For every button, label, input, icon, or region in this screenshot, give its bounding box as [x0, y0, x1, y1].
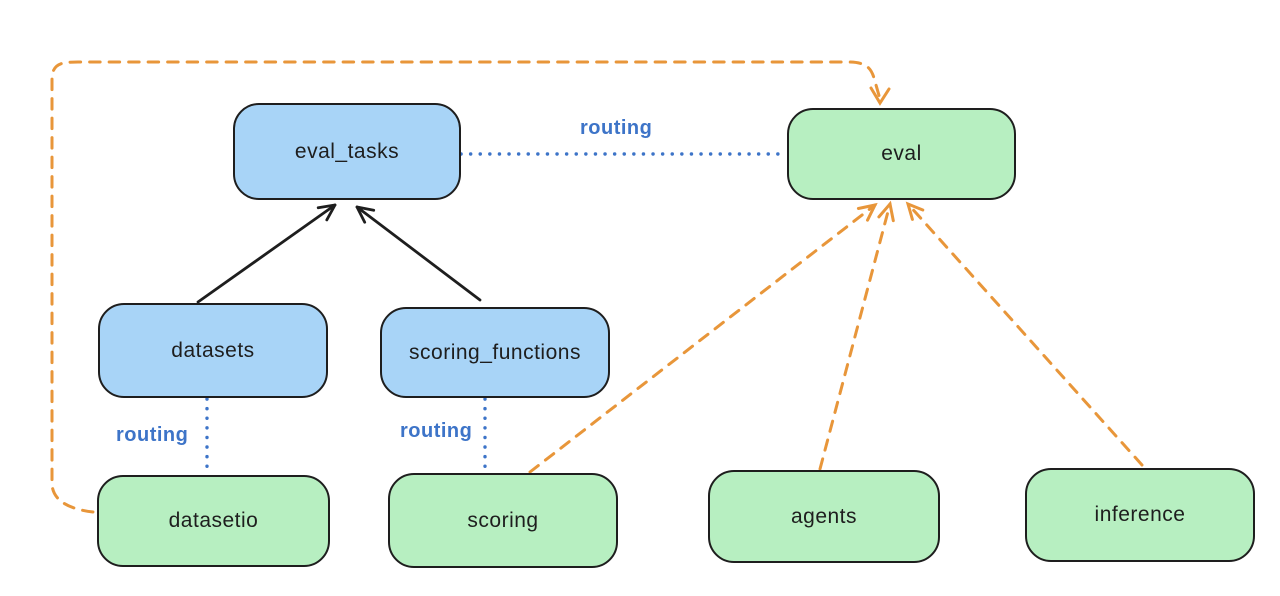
edge-agents-to-eval-dashed	[818, 202, 892, 471]
node-eval-tasks-label: eval_tasks	[294, 139, 400, 163]
edge-scoring-functions-to-eval-tasks	[355, 205, 482, 302]
node-datasets-label: datasets	[171, 338, 255, 362]
node-agents-label: agents	[790, 504, 858, 528]
edge-scoring-functions-to-eval-tasks-arrowhead	[355, 205, 376, 224]
node-inference-label: inference	[1094, 503, 1186, 526]
node-scoring-functions: scoring_functions	[380, 307, 610, 398]
node-inference: inference	[1025, 468, 1255, 562]
edge-datasetio-to-eval-dashed	[50, 60, 882, 514]
node-eval: eval	[787, 108, 1016, 200]
edge-datasets-to-eval-tasks	[196, 203, 337, 304]
node-scoring: scoring	[388, 473, 618, 568]
edge-scoring-to-eval-arrowhead	[856, 202, 878, 222]
edge-datasetio-to-eval-arrowhead	[869, 86, 891, 106]
routing-label-scoring-functions-scoring: routing	[400, 420, 473, 442]
edge-datasets-to-eval-tasks-arrowhead	[316, 203, 337, 222]
node-datasetio-label: datasetio	[168, 509, 259, 532]
routing-label-eval-tasks-eval: routing	[580, 117, 653, 139]
edge-agents-to-eval-arrowhead	[877, 200, 895, 223]
edge-scoring-to-eval-dashed	[528, 203, 877, 474]
node-scoring-label: scoring	[467, 508, 539, 532]
node-eval-label: eval	[881, 142, 922, 165]
node-agents: agents	[708, 470, 940, 563]
node-datasets: datasets	[98, 303, 328, 398]
edge-inference-to-eval-dashed	[906, 202, 1144, 467]
node-datasetio: datasetio	[97, 475, 330, 567]
routing-label-datasets-datasetio: routing	[116, 424, 189, 446]
edge-inference-to-eval-arrowhead	[905, 201, 925, 221]
node-eval-tasks: eval_tasks	[233, 103, 461, 200]
node-scoring-functions-label: scoring_functions	[409, 340, 581, 364]
